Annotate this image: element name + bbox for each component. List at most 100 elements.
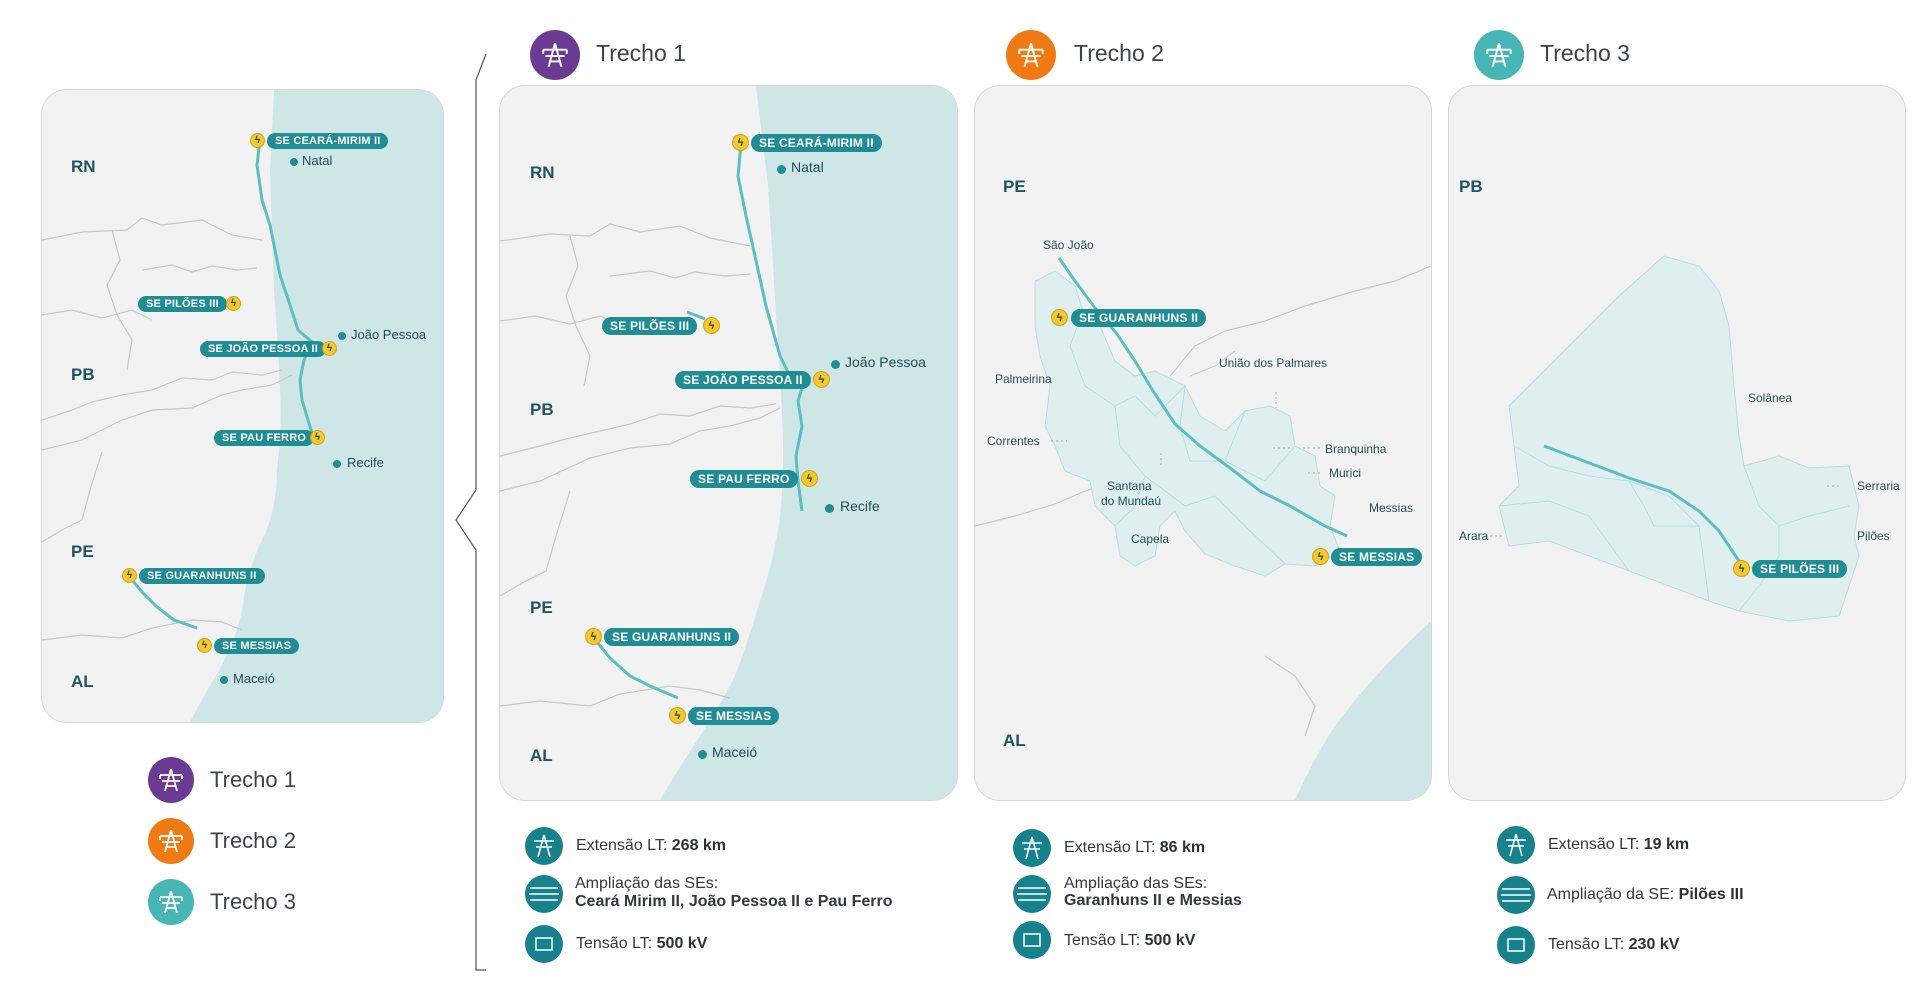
trecho3-extension-value: 19 km: [1643, 836, 1690, 853]
trecho3-bolt-piloes: ϟ: [1733, 560, 1750, 577]
overview-state-pe: PE: [71, 542, 94, 561]
overview-substation-pau-ferro[interactable]: SE PAU FERRO: [214, 430, 315, 446]
trecho3-voltage-value: 230 kV: [1628, 936, 1680, 953]
overview-map[interactable]: RN PB PE AL Natal João Pessoa Recife Mac…: [41, 89, 444, 723]
substation-lines-icon: [1017, 887, 1047, 901]
trecho2-map[interactable]: PE AL São João Palmeirina Correntes Uniã…: [974, 85, 1432, 801]
trecho1-map[interactable]: RN PB PE AL Natal João Pessoa Recife Mac…: [499, 85, 958, 801]
overview-bolt-ceara-mirim: ϟ: [250, 133, 265, 148]
overview-city-recife: Recife: [347, 455, 384, 470]
trecho2-map-graphic: [975, 257, 1431, 800]
trecho2-state-al: AL: [1003, 731, 1026, 750]
trecho3-expansion-caption: Ampliação da SE:: [1547, 886, 1675, 903]
trecho1-state-pe: PE: [530, 598, 553, 617]
trecho2-substation-messias[interactable]: SE MESSIAS: [1331, 548, 1423, 566]
transmission-tower-icon: [159, 890, 183, 914]
overview-substation-piloes[interactable]: SE PILÕES III: [138, 296, 227, 312]
trecho1-map-graphic: [500, 86, 957, 800]
trecho3-extension-caption: Extensão LT:: [1548, 836, 1640, 853]
trecho2-expansion-icon: [1013, 875, 1051, 913]
trecho1-header-badge: [530, 30, 580, 80]
transmission-tower-icon: [1506, 833, 1526, 857]
brace-divider: [455, 53, 487, 971]
legend-trecho3-badge: [148, 879, 194, 925]
overview-bolt-messias: ϟ: [197, 638, 212, 653]
trecho1-bolt-joao-pessoa: ϟ: [813, 371, 830, 388]
overview-bolt-guaranhuns: ϟ: [122, 568, 137, 583]
overview-state-rn: RN: [71, 157, 96, 176]
overview-substation-messias[interactable]: SE MESSIAS: [214, 638, 300, 654]
trecho1-substation-joao-pessoa[interactable]: SE JOÃO PESSOA II: [675, 371, 811, 389]
transmission-tower-icon: [534, 834, 554, 858]
trecho1-bolt-ceara-mirim: ϟ: [732, 134, 749, 151]
trecho3-voltage-label: Tensão LT: 230 kV: [1548, 936, 1679, 954]
trecho3-extension-label: Extensão LT: 19 km: [1548, 836, 1689, 854]
trecho3-expansion-icon: [1497, 876, 1535, 914]
trecho2-state-pe: PE: [1003, 177, 1026, 196]
overview-bolt-piloes: ϟ: [226, 296, 241, 311]
overview-city-maceio: Maceió: [233, 671, 275, 686]
overview-bolt-joao-pessoa: ϟ: [322, 341, 337, 356]
trecho2-bolt-guaranhuns: ϟ: [1051, 309, 1068, 326]
trecho1-city-joao-pessoa: João Pessoa: [845, 354, 926, 370]
trecho1-substation-messias[interactable]: SE MESSIAS: [688, 707, 780, 725]
substation-lines-icon: [529, 887, 559, 901]
trecho3-map[interactable]: PB Solânea Serraria Arara Pilões ϟ SE PI…: [1448, 85, 1906, 801]
overview-map-graphic: [42, 90, 443, 722]
trecho1-city-maceio: Maceió: [712, 744, 758, 760]
trecho1-extension-value: 268 km: [671, 837, 727, 854]
trecho1-bolt-messias: ϟ: [669, 707, 686, 724]
trecho2-substation-guaranhuns[interactable]: SE GUARANHUNS II: [1071, 309, 1207, 327]
overview-city-dot-recife: [333, 460, 341, 468]
overview-city-natal: Natal: [302, 153, 333, 168]
trecho2-place-capela: Capela: [1131, 532, 1170, 546]
transmission-tower-icon: [1022, 836, 1042, 860]
overview-state-pb: PB: [71, 365, 95, 384]
overview-substation-guaranhuns[interactable]: SE GUARANHUNS II: [139, 568, 265, 584]
transmission-tower-icon: [159, 768, 183, 792]
legend-trecho2-badge: [148, 818, 194, 864]
trecho1-bolt-pau-ferro: ϟ: [801, 470, 818, 487]
overview-state-al: AL: [71, 672, 94, 691]
trecho2-extension-label: Extensão LT: 86 km: [1064, 839, 1205, 857]
transmission-tower-icon: [542, 43, 568, 67]
trecho1-bolt-piloes: ϟ: [703, 317, 720, 334]
trecho3-place-arara: Arara: [1459, 529, 1489, 543]
trecho2-voltage-value: 500 kV: [1144, 932, 1196, 949]
trecho1-city-natal: Natal: [791, 159, 824, 175]
trecho2-place-murici: Murici: [1329, 466, 1361, 480]
legend-trecho1-label: Trecho 1: [210, 767, 297, 792]
voltage-box-icon: [1023, 933, 1041, 947]
trecho1-substation-ceara-mirim[interactable]: SE CEARÁ-MIRIM II: [751, 134, 882, 152]
trecho1-state-pb: PB: [530, 400, 554, 419]
trecho1-extension-icon: [525, 827, 563, 865]
trecho1-substation-piloes[interactable]: SE PILÕES III: [602, 317, 698, 335]
trecho3-substation-piloes[interactable]: SE PILÕES III: [1752, 560, 1848, 578]
trecho3-voltage-icon: [1497, 926, 1535, 964]
legend-trecho1-badge: [148, 757, 194, 803]
trecho1-expansion-value: Ceará Mirim II, João Pessoa II e Pau Fer…: [575, 893, 893, 910]
trecho1-extension-caption: Extensão LT:: [576, 837, 668, 854]
trecho3-expansion-value: Pilões III: [1678, 886, 1744, 903]
trecho1-voltage-caption: Tensão LT:: [576, 935, 653, 952]
trecho3-state-pb: PB: [1459, 177, 1483, 196]
trecho2-expansion-caption: Ampliação das SEs:: [1064, 875, 1208, 892]
legend-trecho3-label: Trecho 3: [210, 889, 297, 914]
overview-substation-joao-pessoa[interactable]: SE JOÃO PESSOA II: [200, 341, 326, 357]
trecho1-expansion-icon: [525, 875, 563, 913]
trecho2-header-badge: [1006, 30, 1056, 80]
trecho2-voltage-label: Tensão LT: 500 kV: [1064, 932, 1195, 950]
trecho1-bolt-guaranhuns: ϟ: [585, 628, 602, 645]
trecho1-substation-pau-ferro[interactable]: SE PAU FERRO: [690, 470, 798, 488]
overview-substation-ceara-mirim[interactable]: SE CEARÁ-MIRIM II: [267, 133, 389, 149]
trecho2-place-do-mundau: do Mundaú: [1101, 494, 1162, 508]
trecho1-extension-label: Extensão LT: 268 km: [576, 837, 726, 855]
trecho1-substation-guaranhuns[interactable]: SE GUARANHUNS II: [604, 628, 740, 646]
trecho3-header-badge: [1474, 30, 1524, 80]
trecho2-extension-icon: [1013, 829, 1051, 867]
trecho2-place-correntes: Correntes: [987, 434, 1040, 448]
trecho1-city-dot-natal: [777, 165, 786, 174]
trecho1-expansion-caption: Ampliação das SEs:: [575, 875, 719, 892]
voltage-box-icon: [1507, 938, 1525, 952]
trecho2-place-branquinha: Branquinha: [1325, 442, 1387, 456]
